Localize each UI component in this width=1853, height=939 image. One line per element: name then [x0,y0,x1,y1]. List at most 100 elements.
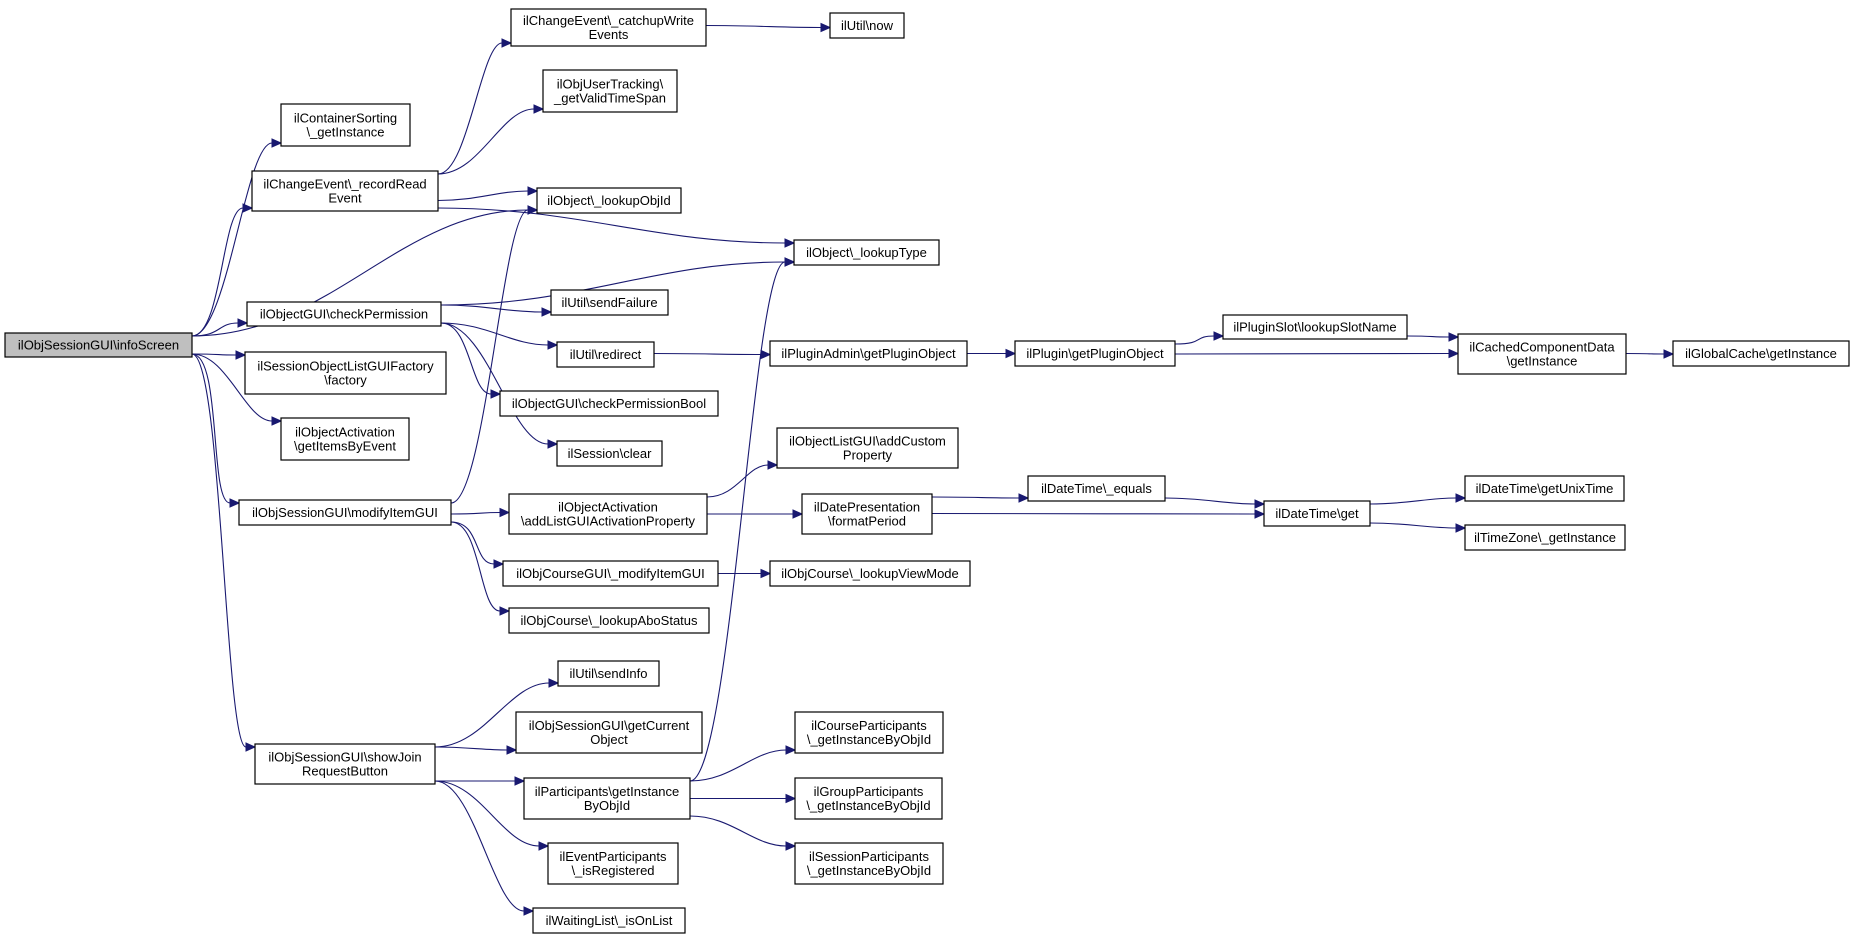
node-box[interactable] [794,711,944,754]
node-n30[interactable]: ilDateTime\getUnixTime [1464,475,1625,502]
node-box[interactable] [280,103,411,147]
node-box[interactable] [1464,524,1626,551]
node-box[interactable] [542,69,678,113]
node-box[interactable] [794,842,944,885]
node-box[interactable] [246,301,442,327]
node-n38[interactable]: ilGroupParticipants\_getInstanceByObjId [794,777,943,820]
node-n0[interactable]: ilObjSessionGUI\infoScreen [4,332,193,358]
edge-line [434,780,540,847]
node-n32[interactable]: ilUtil\sendInfo [557,660,660,687]
node-box[interactable] [550,289,669,316]
node-n7[interactable]: ilObjSessionGUI\modifyItemGUI [238,499,452,526]
node-box[interactable] [556,440,663,467]
node-label: ilDateTime\get [1275,506,1359,521]
node-n15[interactable]: ilObjectGUI\checkPermissionBool [499,390,719,417]
node-box[interactable] [794,777,943,820]
node-n36[interactable]: ilWaitingList\_isOnList [532,907,686,934]
edge-n26-n28 [931,493,1030,503]
node-box[interactable] [1014,340,1176,367]
edge-line [1625,352,1665,355]
node-n16[interactable]: ilSession\clear [556,440,663,467]
node-box[interactable] [251,170,439,212]
node-label: ilObjectGUI\checkPermissionBool [512,396,706,411]
node-n12[interactable]: ilUtil\now [829,12,905,39]
node-n10[interactable]: ilObjUserTracking\_getValidTimeSpan [542,69,678,113]
node-box[interactable] [793,239,940,266]
node-n23[interactable]: ilObjCourseGUI\_modifyItemGUI [502,560,719,587]
node-box[interactable] [280,417,410,461]
arrowhead-icon [784,257,796,267]
node-n34[interactable]: ilParticipants\getInstanceByObjId [523,777,691,820]
edge-line [440,322,549,346]
node-box[interactable] [1027,475,1166,502]
node-box[interactable] [769,560,971,587]
arrowhead-icon [1448,332,1460,342]
node-box[interactable] [510,8,707,47]
node-box[interactable] [536,187,682,214]
node-n6[interactable]: ilObjectActivation\getItemsByEvent [280,417,410,461]
node-box[interactable] [556,341,655,368]
node-n20[interactable]: ilCachedComponentData\getInstance [1457,333,1627,375]
edge-line [689,261,786,782]
node-box[interactable] [502,560,719,587]
node-box[interactable] [557,660,660,687]
node-n19[interactable]: ilPluginSlot\lookupSlotName [1222,314,1408,340]
arrowhead-icon [760,568,772,579]
root-node-box[interactable] [4,332,193,358]
edge-n29-n31 [1369,522,1467,533]
node-box[interactable] [1263,500,1371,527]
node-box[interactable] [801,493,933,535]
node-n17[interactable]: ilPluginAdmin\getPluginObject [769,340,968,367]
edge-n8-n32 [434,678,560,748]
node-box[interactable] [254,743,436,785]
node-box[interactable] [1672,340,1850,367]
node-n3[interactable]: ilObject\_lookupObjId [536,187,682,214]
node-box[interactable] [515,711,703,754]
node-n5[interactable]: ilSessionObjectListGUIFactory\factory [244,351,447,395]
node-box[interactable] [1222,314,1408,340]
node-n35[interactable]: ilEventParticipants\_isRegistered [547,842,679,885]
node-box[interactable] [532,907,686,934]
node-n31[interactable]: ilTimeZone\_getInstance [1464,524,1626,551]
node-box[interactable] [776,427,959,469]
node-box[interactable] [238,499,452,526]
node-box[interactable] [547,842,679,885]
node-n11[interactable]: ilObject\_lookupType [793,239,940,266]
node-box[interactable] [769,340,968,367]
node-n37[interactable]: ilCourseParticipants\_getInstanceByObjId [794,711,944,754]
node-box[interactable] [523,777,691,820]
node-n21[interactable]: ilGlobalCache\getInstance [1672,340,1850,367]
edge-n0-n2 [191,203,254,337]
arrowhead-icon [533,104,545,114]
node-n1[interactable]: ilContainerSorting\_getInstance [280,103,411,147]
edge-line [191,353,237,356]
node-n13[interactable]: ilUtil\sendFailure [550,289,669,316]
node-n18[interactable]: ilPlugin\getPluginObject [1014,340,1176,367]
node-box[interactable] [1464,475,1625,502]
node-box[interactable] [829,12,905,39]
node-box[interactable] [244,351,447,395]
node-n29[interactable]: ilDateTime\get [1263,500,1371,527]
node-label: ilObjCourse\_lookupViewMode [781,566,959,581]
node-n22[interactable]: ilObjectActivation\addListGUIActivationP… [508,493,708,535]
node-box[interactable] [508,493,708,535]
edge-line [440,322,492,395]
node-n27[interactable]: ilObjCourse\_lookupViewMode [769,560,971,587]
node-box[interactable] [1457,333,1627,375]
node-label: ilPlugin\getPluginObject [1026,346,1164,361]
node-n4[interactable]: ilObjectGUI\checkPermission [246,301,442,327]
node-n39[interactable]: ilSessionParticipants\_getInstanceByObjI… [794,842,944,885]
node-n14[interactable]: ilUtil\redirect [556,341,655,368]
node-box[interactable] [499,390,719,417]
arrowhead-icon [523,906,535,916]
node-label: _getValidTimeSpan [553,91,666,106]
node-box[interactable] [508,607,710,634]
node-n24[interactable]: ilObjCourse\_lookupAboStatus [508,607,710,634]
node-n28[interactable]: ilDateTime\_equals [1027,475,1166,502]
node-n26[interactable]: ilDatePresentation\formatPeriod [801,493,933,535]
